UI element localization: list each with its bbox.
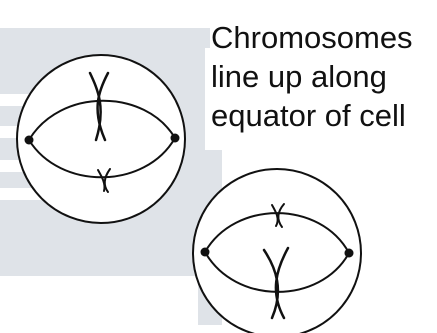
caption-text: Chromosomes line up along equator of cel… (211, 18, 435, 135)
cell-1-pole-left (25, 136, 34, 145)
cell-2 (193, 169, 361, 333)
cell-2-membrane (193, 169, 361, 333)
cell-2-pole-right (345, 249, 354, 258)
cell-2-pole-left (201, 248, 210, 257)
cell-1-membrane (17, 55, 185, 223)
cell-1-pole-right (171, 134, 180, 143)
cell-1 (17, 55, 185, 223)
